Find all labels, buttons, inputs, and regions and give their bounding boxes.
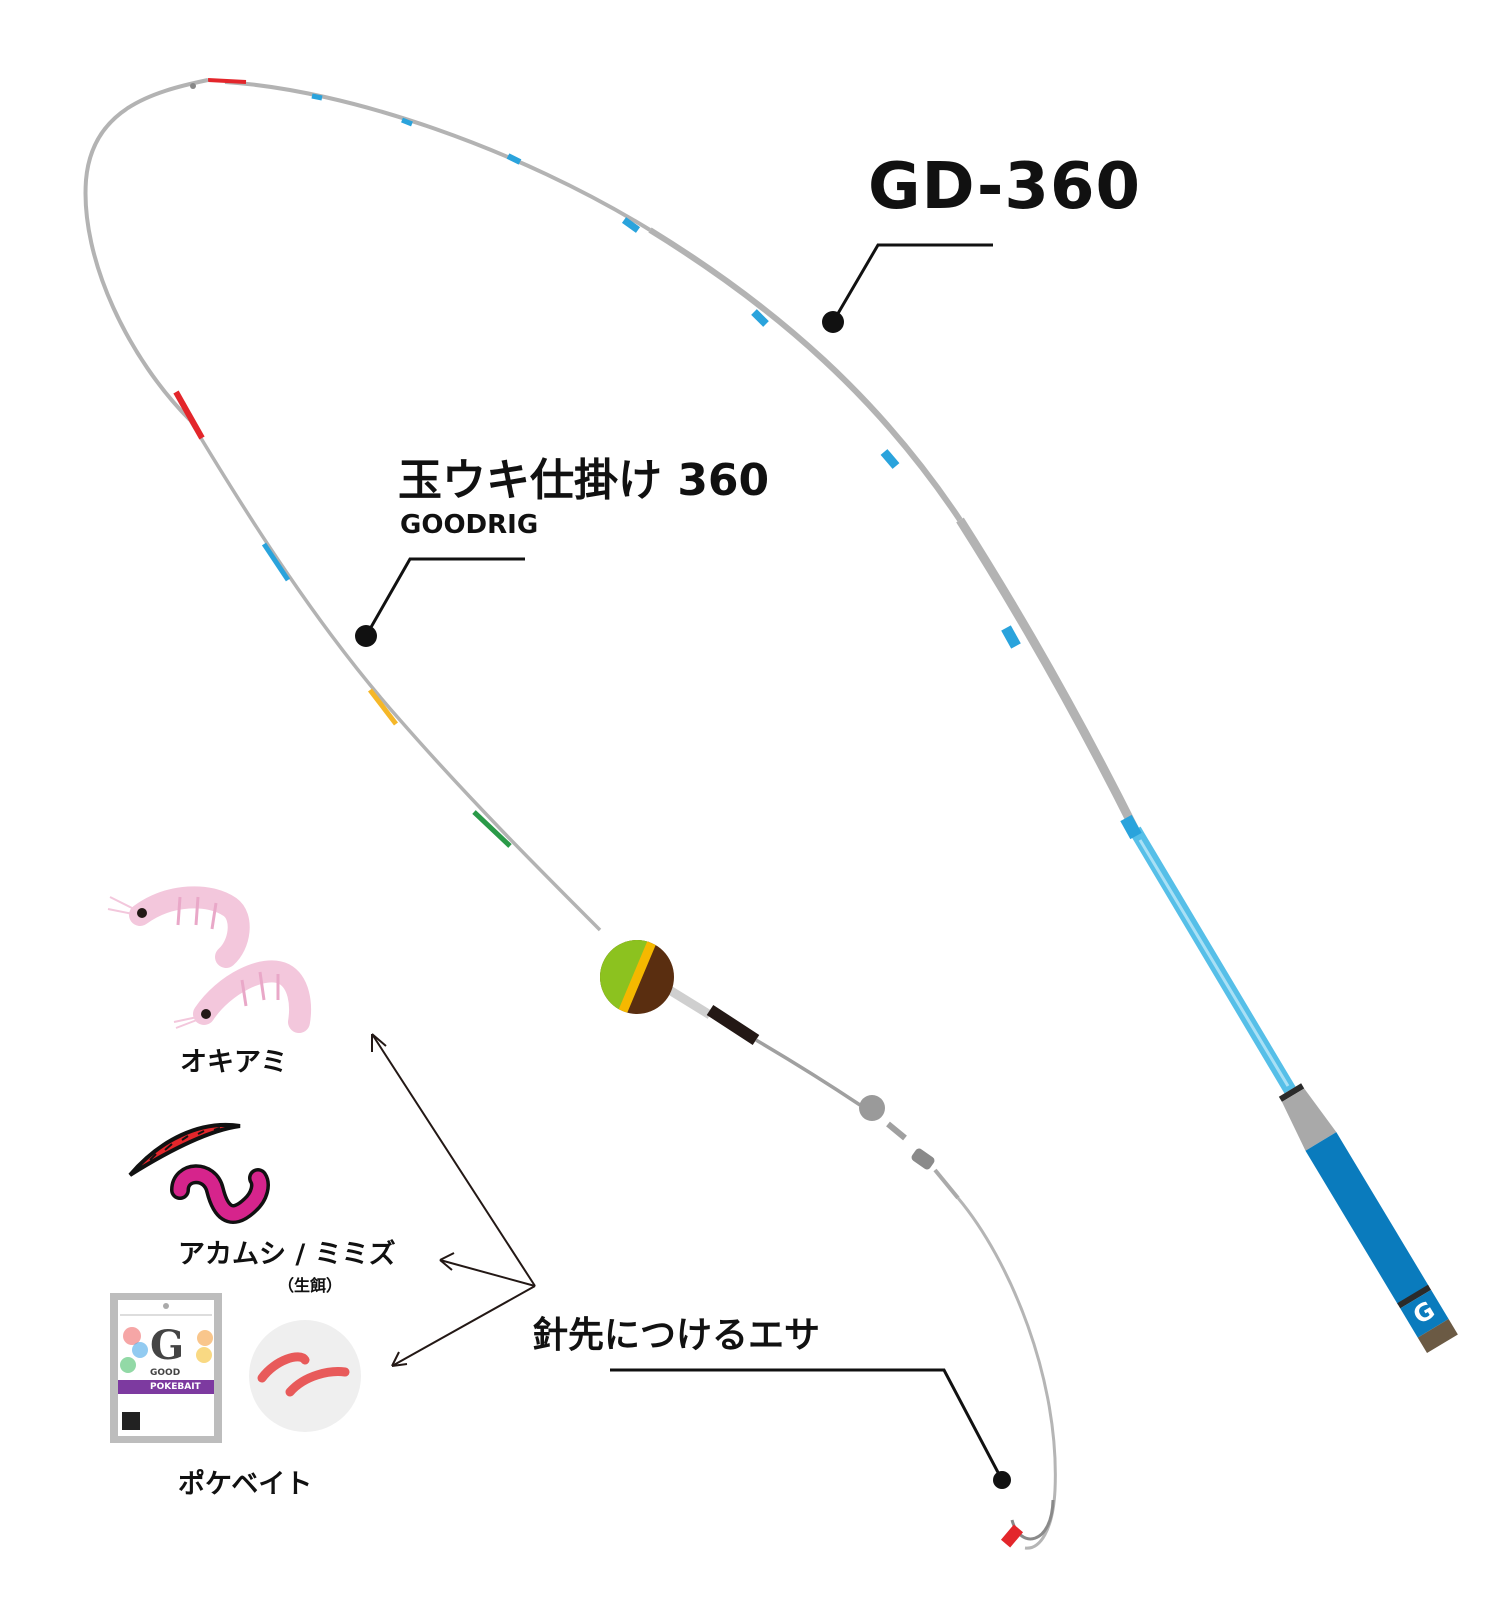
butt-cap bbox=[1417, 1319, 1458, 1353]
bait-label-pokebait: ポケベイト bbox=[178, 1469, 313, 1500]
rig-callout-dot bbox=[355, 625, 377, 647]
marker-blue bbox=[261, 542, 291, 582]
rig-brand: GOODRIG bbox=[400, 510, 539, 540]
rear-grip bbox=[1305, 1132, 1430, 1305]
bait-heading: 針先につけるエサ bbox=[532, 1315, 821, 1356]
sinker bbox=[859, 1095, 885, 1121]
package-product: POKEBAIT bbox=[150, 1382, 201, 1392]
callouts bbox=[364, 243, 1004, 1481]
package-logo: G bbox=[150, 1322, 185, 1369]
bait-note-live: （生餌） bbox=[278, 1276, 343, 1295]
rod-callout bbox=[831, 243, 993, 323]
package-brand: GOOD bbox=[150, 1368, 181, 1378]
leader-line bbox=[956, 1197, 1057, 1550]
bait-label-akamushi: アカムシ / ミミズ bbox=[178, 1239, 396, 1270]
float-stopper bbox=[706, 1004, 760, 1046]
bait-callout-dot bbox=[993, 1471, 1011, 1489]
bait-arrows bbox=[371, 1033, 536, 1367]
float bbox=[600, 940, 674, 1014]
rod-callout-dot bbox=[822, 311, 844, 333]
marker-red bbox=[173, 390, 205, 440]
rod-guide-markers bbox=[311, 93, 1142, 840]
rig-name: 玉ウキ仕掛け 360 bbox=[398, 455, 770, 506]
fore-grip bbox=[1281, 1088, 1337, 1151]
rod: G bbox=[207, 78, 1458, 1353]
rod-name: GD-360 bbox=[868, 150, 1141, 224]
marker-green bbox=[472, 810, 512, 848]
hook-bait bbox=[1000, 1524, 1024, 1548]
swivel bbox=[911, 1148, 935, 1170]
shrimp-icon bbox=[107, 886, 312, 1033]
bait-label-okiami: オキアミ bbox=[180, 1047, 288, 1078]
fishing-line bbox=[83, 78, 1057, 1550]
rig-callout bbox=[364, 557, 525, 637]
rod-tip bbox=[207, 78, 247, 84]
worm-icon bbox=[128, 1123, 270, 1224]
bait-callout bbox=[610, 1368, 1004, 1481]
marker-yellow bbox=[368, 688, 398, 726]
bait-package-icon bbox=[110, 1293, 361, 1443]
rod-grip: G bbox=[1278, 1083, 1458, 1353]
